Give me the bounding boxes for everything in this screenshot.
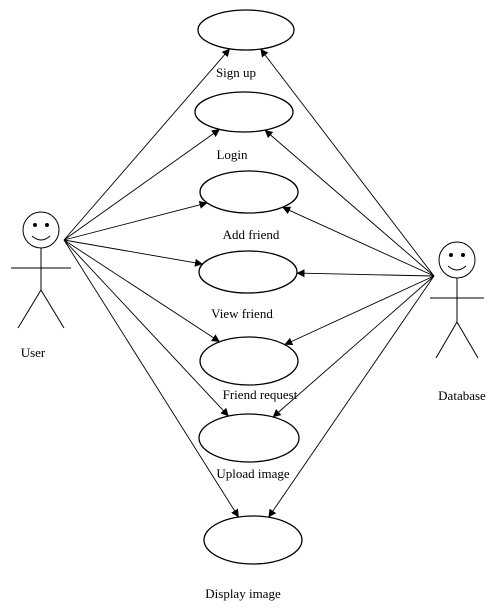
actor-database-label: Database <box>438 388 486 403</box>
association-database-to-upload-image <box>272 275 435 418</box>
actor-user-left-eye <box>33 223 37 227</box>
use-case-view-friend[interactable]: View friend <box>198 250 298 321</box>
use-case-add-friend[interactable]: Add friend <box>199 170 299 242</box>
association-database-to-friend-request <box>284 275 435 346</box>
actor-user-left-leg <box>17 289 42 329</box>
actor-user-right-eye <box>45 223 49 227</box>
use-case-login[interactable]: Login <box>194 91 294 162</box>
association-user-to-friend-request <box>63 239 220 343</box>
actor-user[interactable]: User <box>11 211 71 360</box>
actor-database-left-leg <box>435 321 458 359</box>
use-case-display-image[interactable]: Display image <box>203 515 303 601</box>
association-user-to-view-friend <box>63 239 203 267</box>
actor-database-smile <box>447 265 467 271</box>
actor-user-head <box>22 211 60 249</box>
use-case-sign-up-ellipse <box>197 9 295 51</box>
actor-database-right-eye <box>461 253 465 257</box>
use-case-friend-request[interactable]: Friend request <box>199 336 299 402</box>
use-case-view-friend-label: View friend <box>211 306 273 321</box>
use-case-upload-image-label: Upload image <box>216 466 290 481</box>
association-database-to-add-friend <box>282 206 435 277</box>
use-case-upload-image-ellipse <box>198 413 300 463</box>
association-database-to-login <box>264 129 435 277</box>
use-case-login-label: Login <box>216 147 248 162</box>
use-case-login-ellipse <box>194 91 294 133</box>
actor-user-label: User <box>21 345 46 360</box>
use-case-view-friend-ellipse <box>198 250 298 294</box>
association-database-to-view-friend <box>296 269 435 278</box>
association-user-to-upload-image <box>63 239 229 417</box>
association-lines <box>63 48 435 518</box>
use-case-friend-request-label: Friend request <box>223 387 298 402</box>
use-case-friend-request-ellipse <box>199 336 299 386</box>
use-case-display-image-ellipse <box>203 515 303 565</box>
use-case-display-image-label: Display image <box>205 586 281 601</box>
actor-database-left-eye <box>449 253 453 257</box>
use-case-upload-image[interactable]: Upload image <box>198 413 300 481</box>
actor-database-right-leg <box>456 321 479 359</box>
actor-database[interactable]: Database <box>430 241 486 403</box>
use-case-sign-up-label: Sign up <box>216 65 256 80</box>
use-case-add-friend-ellipse <box>199 170 299 214</box>
actor-database-head <box>438 241 476 279</box>
association-user-to-login <box>63 128 220 241</box>
association-user-to-sign-up <box>63 48 231 241</box>
association-database-to-display-image <box>268 275 435 518</box>
actor-user-right-leg <box>40 289 65 329</box>
use-case-add-friend-label: Add friend <box>223 227 280 242</box>
association-database-to-sign-up <box>260 48 435 277</box>
association-user-to-display-image <box>63 239 239 518</box>
actor-user-smile <box>31 235 51 241</box>
use-case-sign-up[interactable]: Sign up <box>197 9 295 80</box>
association-user-to-add-friend <box>63 200 208 241</box>
